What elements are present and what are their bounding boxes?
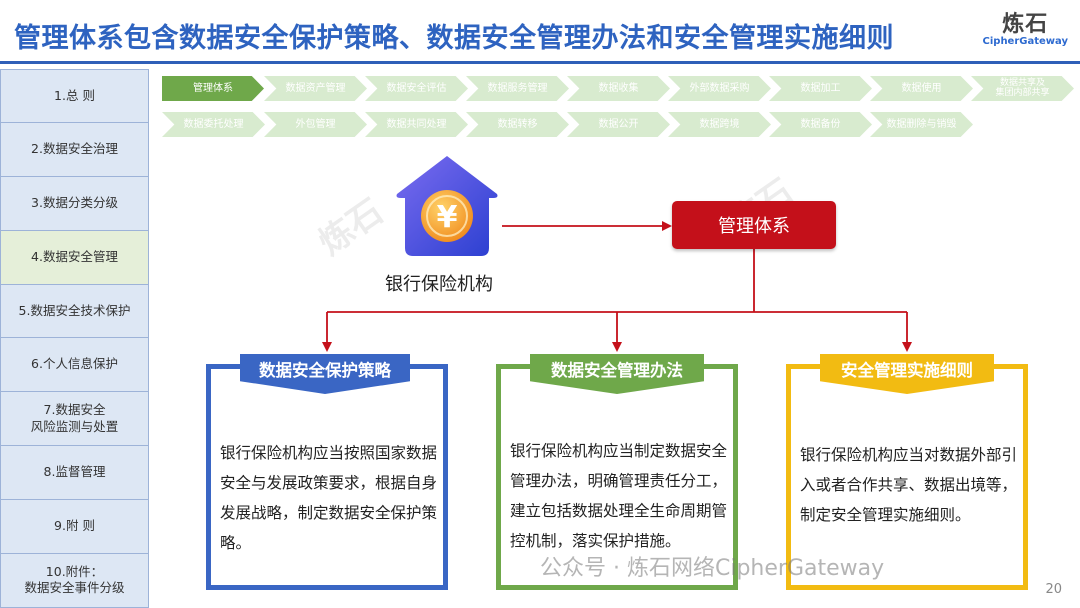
process-step[interactable]: 数据服务管理 bbox=[466, 76, 569, 101]
sidebar-item-risk-monitoring[interactable]: 7.数据安全 风险监测与处置 bbox=[0, 392, 149, 447]
bank-label: 银行保险机构 bbox=[385, 274, 493, 295]
sidebar-item-security-management[interactable]: 4.数据安全管理 bbox=[0, 230, 149, 285]
process-step[interactable]: 数据委托处理 bbox=[162, 112, 265, 137]
brand-logo: 炼石 CipherGateway bbox=[983, 6, 1068, 47]
sidebar-nav: 1.总 则 2.数据安全治理 3.数据分类分级 4.数据安全管理 5.数据安全技… bbox=[0, 69, 149, 608]
bank-icon: ¥ bbox=[396, 156, 498, 256]
process-step[interactable]: 外包管理 bbox=[264, 112, 367, 137]
process-step[interactable]: 数据资产管理 bbox=[264, 76, 367, 101]
sidebar-item-tech-protection[interactable]: 5.数据安全技术保护 bbox=[0, 284, 149, 339]
process-step[interactable]: 数据公开 bbox=[567, 112, 670, 137]
sidebar-item-attachment[interactable]: 10.附件： 数据安全事件分级 bbox=[0, 554, 149, 608]
sidebar-item-general[interactable]: 1.总 则 bbox=[0, 69, 149, 123]
process-step[interactable]: 数据安全评估 bbox=[365, 76, 468, 101]
sidebar-item-governance[interactable]: 2.数据安全治理 bbox=[0, 122, 149, 177]
process-step[interactable]: 数据共享及 集团内部共享 bbox=[971, 76, 1074, 101]
page-title: 管理体系包含数据安全保护策略、数据安全管理办法和安全管理实施细则 bbox=[14, 23, 894, 54]
process-step[interactable]: 数据转移 bbox=[466, 112, 569, 137]
page-number: 20 bbox=[1045, 582, 1062, 597]
sidebar-item-classification[interactable]: 3.数据分类分级 bbox=[0, 176, 149, 231]
process-step[interactable]: 数据备份 bbox=[769, 112, 872, 137]
management-system-node: 管理体系 bbox=[672, 201, 836, 249]
background-watermark: 炼石 bbox=[311, 191, 391, 264]
sidebar-item-personal-info[interactable]: 6.个人信息保护 bbox=[0, 338, 149, 393]
rules-card-body: 银行保险机构应当对数据外部引入或者合作共享、数据出境等，制定安全管理实施细则。 bbox=[800, 446, 1018, 524]
policy-card bbox=[206, 364, 448, 590]
logo-en: CipherGateway bbox=[982, 36, 1068, 47]
sidebar-item-supplementary[interactable]: 9.附 则 bbox=[0, 500, 149, 555]
logo-cn: 炼石 bbox=[1002, 12, 1049, 37]
svg-text:¥: ¥ bbox=[437, 200, 458, 235]
header-divider bbox=[0, 61, 1080, 64]
measures-card bbox=[496, 364, 738, 590]
sidebar-item-supervision[interactable]: 8.监督管理 bbox=[0, 446, 149, 501]
process-step[interactable]: 外部数据采购 bbox=[668, 76, 771, 101]
measures-card-body: 银行保险机构应当制定数据安全管理办法，明确管理责任分工，建立包括数据处理全生命周… bbox=[510, 442, 728, 550]
footer-watermark: 公众号 · 炼石网络CipherGateway bbox=[540, 556, 885, 581]
process-step[interactable]: 数据删除与销毁 bbox=[870, 112, 973, 137]
policy-card-body: 银行保险机构应当按照国家数据安全与发展政策要求，根据自身发展战略，制定数据安全保… bbox=[220, 444, 438, 552]
process-step[interactable]: 数据加工 bbox=[769, 76, 872, 101]
process-step[interactable]: 数据跨境 bbox=[668, 112, 771, 137]
process-step[interactable]: 数据收集 bbox=[567, 76, 670, 101]
process-step[interactable]: 数据使用 bbox=[870, 76, 973, 101]
process-step[interactable]: 数据共同处理 bbox=[365, 112, 468, 137]
process-step[interactable]: 管理体系 bbox=[162, 76, 264, 101]
